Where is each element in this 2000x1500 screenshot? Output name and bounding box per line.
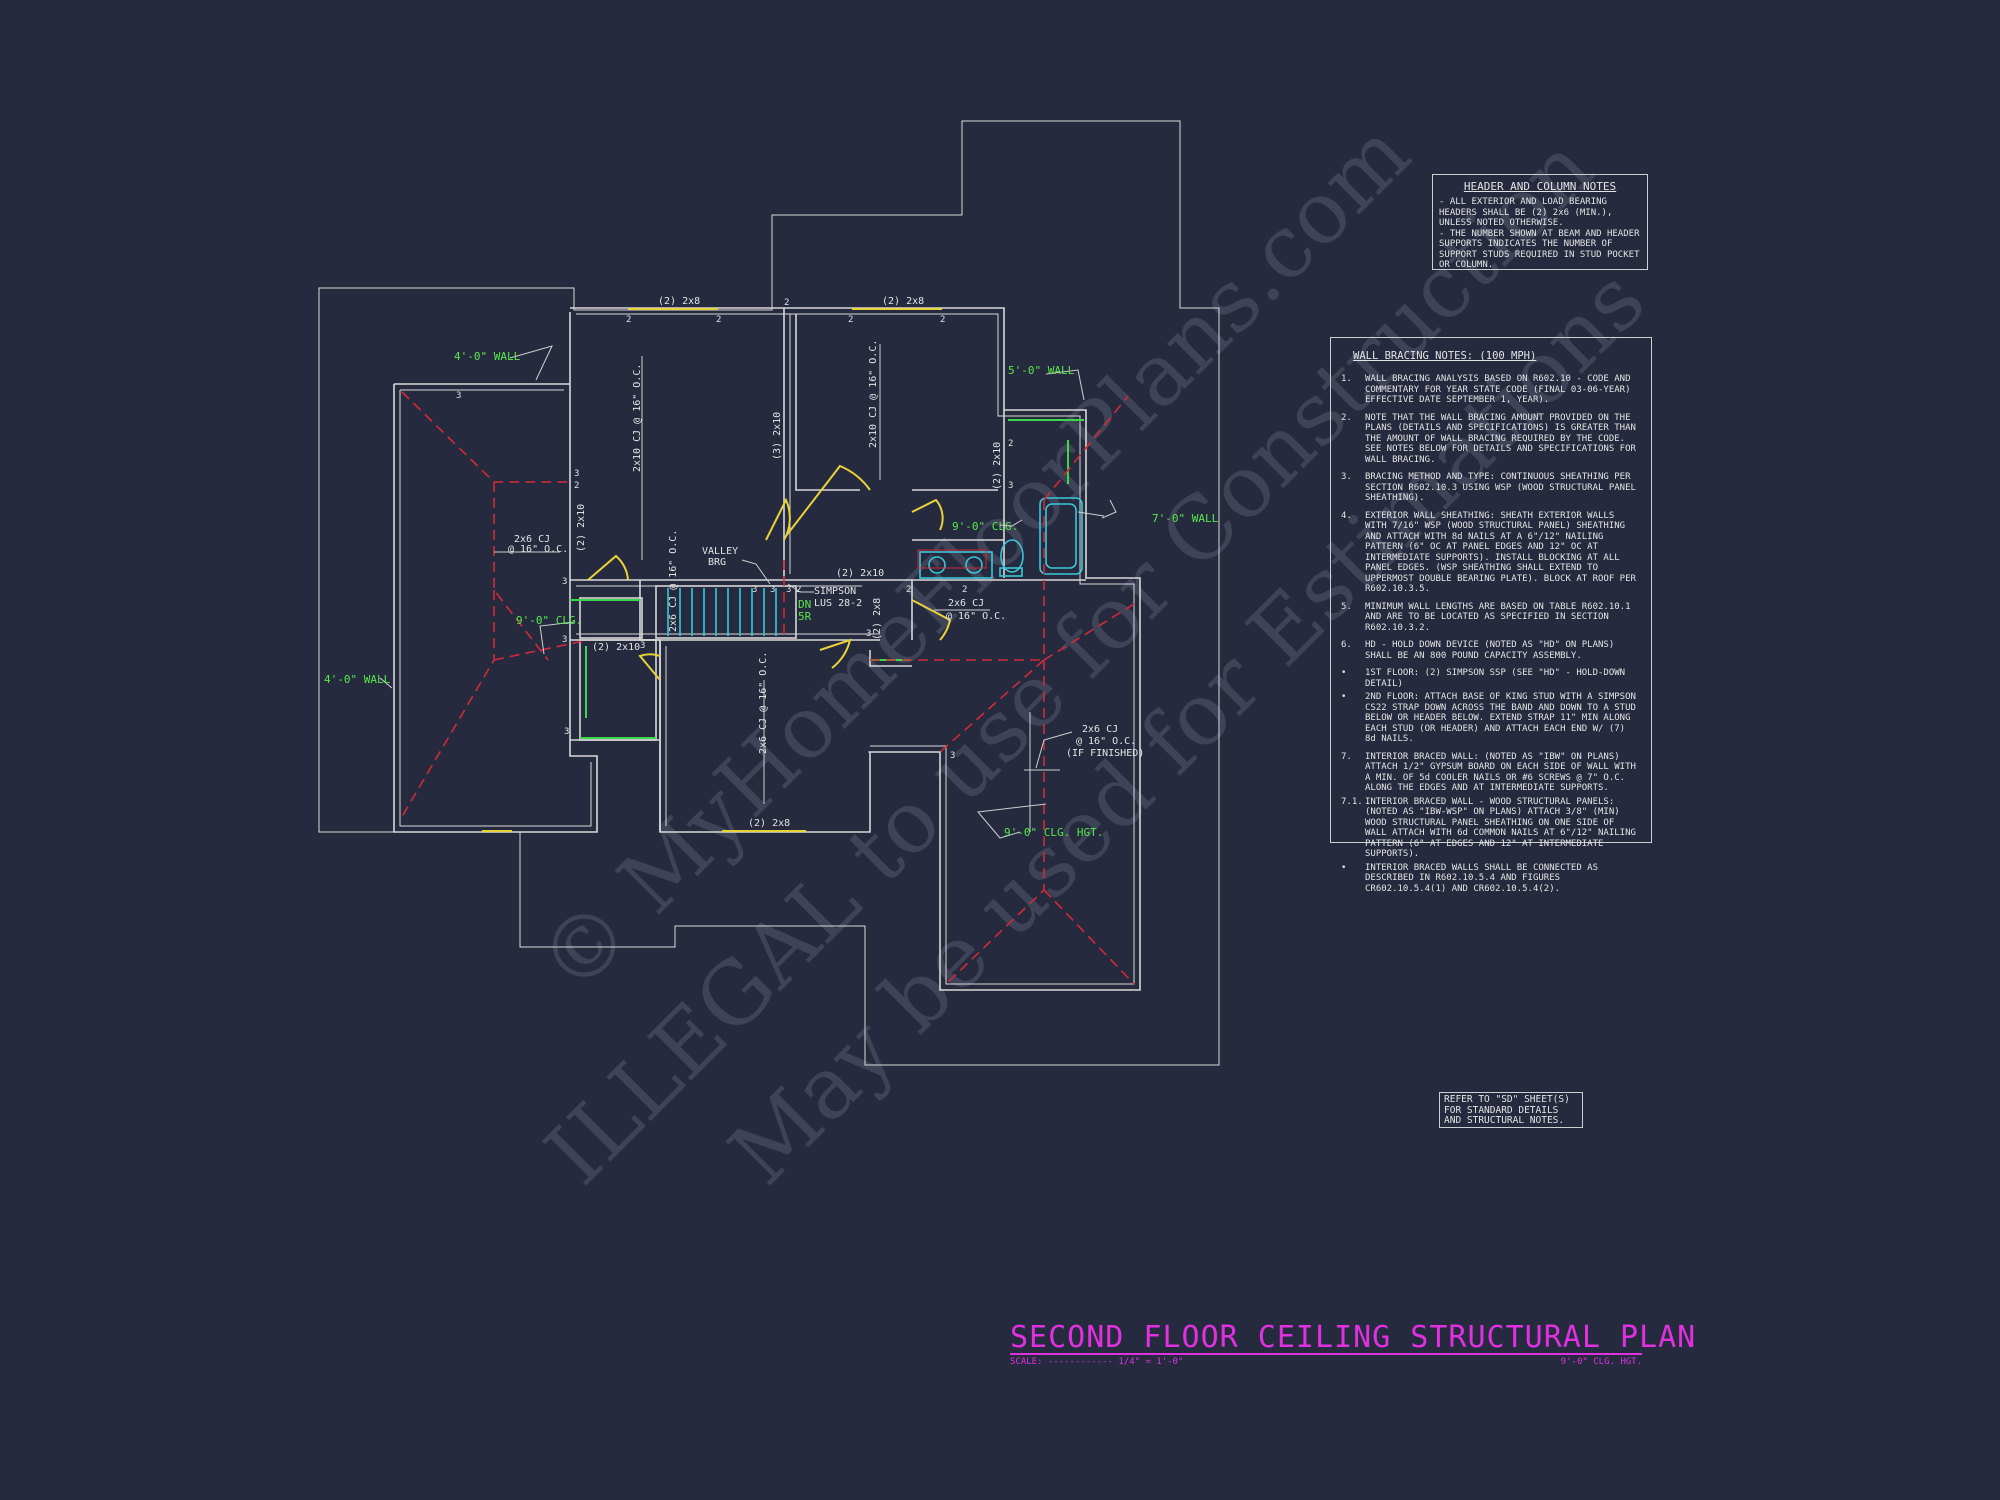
label-cj-stair: 2x6 CJ @ 16" O.C.	[668, 530, 679, 632]
svg-text:3: 3	[456, 391, 461, 401]
label-cj-bot: 2x6 CJ @ 16" O.C.	[758, 652, 769, 754]
header-column-notes: HEADER AND COLUMN NOTES - ALL EXTERIOR A…	[1432, 174, 1648, 270]
svg-text:3: 3	[574, 469, 579, 479]
label-hdr-bot: (2) 2x8	[748, 818, 790, 829]
label-cj-garage-1: 2x6 CJ	[1082, 724, 1118, 735]
label-cj-right-2: @ 16" O.C.	[946, 611, 1006, 622]
svg-text:2: 2	[716, 315, 721, 325]
svg-text:3: 3	[770, 585, 775, 595]
label-hdr-left: (2) 2x10	[576, 504, 587, 552]
plan-labels: 4'-0" WALL 4'-0" WALL 5'-0" WALL 7'-0" W…	[324, 296, 1219, 839]
label-hdr-mid: (2) 2x10	[836, 568, 884, 579]
svg-text:2: 2	[940, 315, 945, 325]
leader-lines	[379, 345, 1117, 839]
wall-bracing-item: 2.NOTE THAT THE WALL BRACING AMOUNT PROV…	[1341, 412, 1636, 465]
svg-text:3: 3	[562, 635, 567, 645]
label-cj-left-1: 2x6 CJ	[514, 534, 550, 545]
header-notes-line-2: - THE NUMBER SHOWN AT BEAM AND HEADER SU…	[1439, 228, 1640, 271]
wall-bracing-item: 4.EXTERIOR WALL SHEATHING: SHEATH EXTERI…	[1341, 510, 1636, 595]
label-cj-left-2: @ 16" O.C.	[508, 544, 568, 555]
svg-text:2: 2	[906, 585, 911, 595]
wall-bracing-notes: WALL BRACING NOTES: (100 MPH) 1.WALL BRA…	[1330, 337, 1652, 894]
refer-note: REFER TO "SD" SHEET(S) FOR STANDARD DETA…	[1439, 1092, 1583, 1128]
svg-text:2: 2	[574, 481, 579, 491]
joist-arrows	[494, 344, 1060, 832]
wall-bracing-list: 1.WALL BRACING ANALYSIS BASED ON R602.10…	[1341, 374, 1641, 894]
label-simpson-2: LUS 28-2	[814, 598, 862, 609]
refer-line-2: FOR STANDARD DETAILS	[1444, 1104, 1559, 1116]
stairs	[655, 585, 797, 639]
label-clg-bath: 9'-0" CLG.	[952, 520, 1018, 533]
label-clg-left: 9'-0" CLG.	[516, 614, 582, 627]
svg-text:3: 3	[1008, 481, 1013, 491]
label-cj-right-1: 2x6 CJ	[948, 598, 984, 609]
wall-bracing-item: 7.1.INTERIOR BRACED WALL - WOOD STRUCTUR…	[1341, 796, 1636, 860]
label-hdr-top1: (2) 2x8	[658, 296, 700, 307]
clg-hgt-label: 9'-0" CLG. HGT.	[1560, 1357, 1642, 1367]
svg-text:2: 2	[796, 585, 801, 595]
label-valley-1: VALLEY	[702, 546, 738, 557]
refer-line-1: REFER TO "SD" SHEET(S)	[1444, 1094, 1570, 1105]
svg-text:3: 3	[562, 577, 567, 587]
svg-text:2: 2	[848, 315, 853, 325]
label-wall-4-top: 4'-0" WALL	[454, 350, 521, 363]
svg-text:3: 3	[752, 585, 757, 595]
wall-bracing-item: •1ST FLOOR: (2) SIMPSON SSP (SEE "HD" - …	[1341, 668, 1626, 689]
label-cj-bed1: 2x10 CJ @ 16" O.C.	[632, 364, 643, 472]
svg-text:3: 3	[950, 751, 955, 761]
garage-walls	[393, 312, 598, 833]
label-wall-5: 5'-0" WALL	[1008, 364, 1075, 377]
wall-bracing-item: •INTERIOR BRACED WALLS SHALL BE CONNECTE…	[1341, 862, 1598, 894]
label-clg-right: 9'-0" CLG. HGT.	[1004, 826, 1103, 839]
label-cj-bed2: 2x10 CJ @ 16" O.C.	[868, 340, 879, 448]
wall-bracing-title: WALL BRACING NOTES: (100 MPH)	[1353, 350, 1537, 362]
wall-bracing-item: 7.INTERIOR BRACED WALL: (NOTED AS "IBW" …	[1341, 751, 1636, 794]
label-hdr-bath: (2) 2x10	[992, 442, 1003, 490]
label-hdr-vert: (3) 2x10	[772, 412, 783, 460]
roof-outline	[318, 120, 1220, 1066]
label-valley-2: BRG	[708, 557, 726, 568]
svg-text:2: 2	[962, 585, 967, 595]
interior-partitions	[570, 308, 1086, 832]
header-notes-title: HEADER AND COLUMN NOTES	[1463, 180, 1617, 193]
label-cj-garage-3: (IF FINISHED)	[1066, 748, 1144, 759]
header-notes-line-1: - ALL EXTERIOR AND LOAD BEARING HEADERS …	[1439, 197, 1613, 228]
headers	[482, 308, 942, 832]
svg-text:3: 3	[786, 585, 791, 595]
svg-text:2: 2	[626, 315, 631, 325]
wall-bracing-item: 6.HD - HOLD DOWN DEVICE (NOTED AS "HD" O…	[1341, 640, 1615, 661]
refer-line-3: AND STRUCTURAL NOTES.	[1444, 1115, 1565, 1126]
label-simpson-1: SIMPSON	[814, 586, 856, 597]
closet-lower	[579, 639, 657, 741]
wall-bracing-item: 1.WALL BRACING ANALYSIS BASED ON R602.10…	[1341, 374, 1631, 405]
label-hdr-top2: (2) 2x8	[882, 296, 924, 307]
wall-bracing-item: •2ND FLOOR: ATTACH BASE OF KING STUD WIT…	[1341, 692, 1636, 744]
wall-bracing-item: 3.BRACING METHOD AND TYPE: CONTINUOUS SH…	[1341, 472, 1636, 503]
ridge-lines	[399, 391, 1135, 985]
svg-text:2: 2	[784, 298, 789, 308]
label-cj-garage-2: @ 16" O.C.	[1076, 736, 1136, 747]
label-hdr-lower: (2) 2x10	[592, 642, 640, 653]
svg-text:3: 3	[564, 727, 569, 737]
scale-label: SCALE: ------------ 1/4" = 1'-0"	[1010, 1357, 1184, 1367]
label-sr: 5R	[798, 610, 812, 623]
wall-bracing-item: 5.MINIMUM WALL LENGTHS ARE BASED ON TABL…	[1341, 601, 1631, 633]
label-dn: DN	[798, 598, 811, 611]
closet-upper	[579, 597, 643, 639]
svg-text:3: 3	[866, 629, 871, 639]
door-swings	[587, 464, 952, 681]
svg-text:3: 3	[640, 641, 645, 651]
label-hdr-hall: (2) 2x8	[872, 598, 883, 640]
plan-title: SECOND FLOOR CEILING STRUCTURAL PLAN	[1010, 1320, 1697, 1355]
title-underline	[1010, 1353, 1642, 1355]
bath-fixtures	[919, 497, 1083, 579]
svg-text:2: 2	[1008, 439, 1013, 449]
label-wall-7: 7'-0" WALL	[1152, 512, 1219, 525]
vanity-outline	[917, 549, 987, 569]
label-wall-4-left: 4'-0" WALL	[324, 673, 391, 686]
scale-line: SCALE: ------------ 1/4" = 1'-0" 9'-0" C…	[1010, 1357, 1642, 1367]
